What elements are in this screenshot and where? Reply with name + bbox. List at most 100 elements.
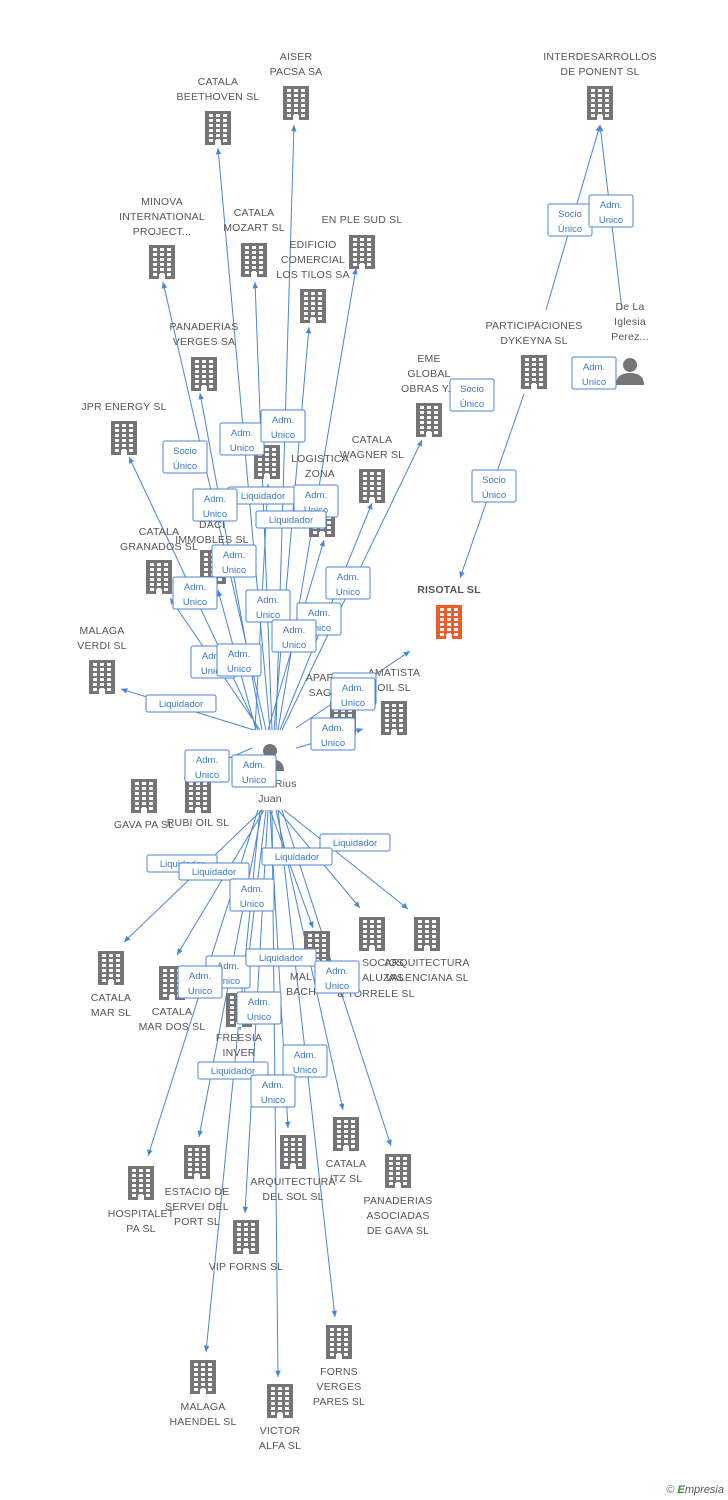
relation-badge: Adm.Unico (245, 589, 291, 623)
building-window (370, 487, 374, 490)
node-label: GAVA PA SL (114, 819, 174, 831)
node-jpr[interactable]: JPR ENERGY SL (81, 401, 166, 455)
building-window (427, 416, 431, 419)
relation-badge: Adm.Unico (177, 965, 223, 999)
building-window (259, 261, 263, 264)
building-window (142, 782, 146, 785)
building-window (298, 1163, 302, 1166)
node-delaiglesia[interactable]: De LaIglesiaPerez... (611, 301, 649, 385)
building-window (202, 1148, 206, 1151)
node-label: JPR ENERGY SL (81, 401, 166, 413)
badge-box (177, 965, 223, 999)
building-window (605, 104, 609, 107)
badge-text: Unico (240, 899, 264, 910)
relation-edge (252, 281, 273, 731)
building-window (311, 302, 315, 305)
building-window (353, 238, 357, 241)
relation-badge: Liquidador (261, 847, 333, 866)
building-window (440, 623, 444, 626)
relation-badge: Adm.Unico (216, 643, 262, 677)
building-window (377, 472, 381, 475)
badge-text: Adm. (262, 1080, 284, 1091)
building-window (363, 492, 367, 495)
building-window (259, 256, 263, 259)
building-window (454, 618, 458, 621)
building-window (377, 482, 381, 485)
building-window (525, 358, 529, 361)
relation-badge: Adm.Unico (229, 878, 275, 912)
badge-text: Unico (183, 597, 207, 608)
node-vipforns[interactable]: VIP FORNS SL (209, 1220, 284, 1273)
building-window (434, 411, 438, 414)
node-minova[interactable]: MINOVAINTERNATIONALPROJECT... (119, 196, 205, 279)
building-door (426, 432, 432, 437)
building-icon (267, 1384, 293, 1418)
building-window (360, 243, 364, 246)
building-window (344, 1135, 348, 1138)
building-window (163, 984, 167, 987)
relation-edge (176, 809, 265, 956)
node-gavapa[interactable]: GAVA PA SL (114, 779, 174, 831)
node-label: Perez... (611, 331, 649, 343)
building-window (142, 792, 146, 795)
building-window (385, 714, 389, 717)
badge-box (229, 878, 275, 912)
badge-text: Socio (173, 446, 197, 457)
building-window (370, 920, 374, 923)
building-window (146, 1189, 150, 1192)
node-rubioil[interactable]: RUBI OIL SL (167, 779, 230, 829)
building-window (203, 787, 207, 790)
building-window (315, 939, 319, 942)
building-window (351, 1145, 355, 1148)
building-window (208, 1378, 212, 1381)
badge-text: Liquidador (275, 852, 319, 863)
building-window (122, 429, 126, 432)
building-window (160, 258, 164, 261)
building-window (259, 271, 263, 274)
building-window (195, 1148, 199, 1151)
building-window (265, 448, 269, 451)
building-window (142, 797, 146, 800)
building-window (344, 1130, 348, 1133)
building-window (525, 363, 529, 366)
building-icon (233, 1220, 259, 1254)
badge-text: Unico (293, 1065, 317, 1076)
building-window (348, 714, 352, 717)
building-window (367, 258, 371, 261)
node-label: ZONA (305, 468, 335, 480)
building-window (163, 989, 167, 992)
building-window (287, 94, 291, 97)
building-window (294, 109, 298, 112)
building-window (301, 89, 305, 92)
node-enplesud[interactable]: EN PLE SUD SL (322, 214, 403, 269)
building-door (251, 272, 257, 277)
node-label: DE GAVA SL (367, 1225, 429, 1237)
node-risotal[interactable]: RISOTAL SL (417, 584, 481, 639)
building-window (153, 263, 157, 266)
building-window (132, 1189, 136, 1192)
